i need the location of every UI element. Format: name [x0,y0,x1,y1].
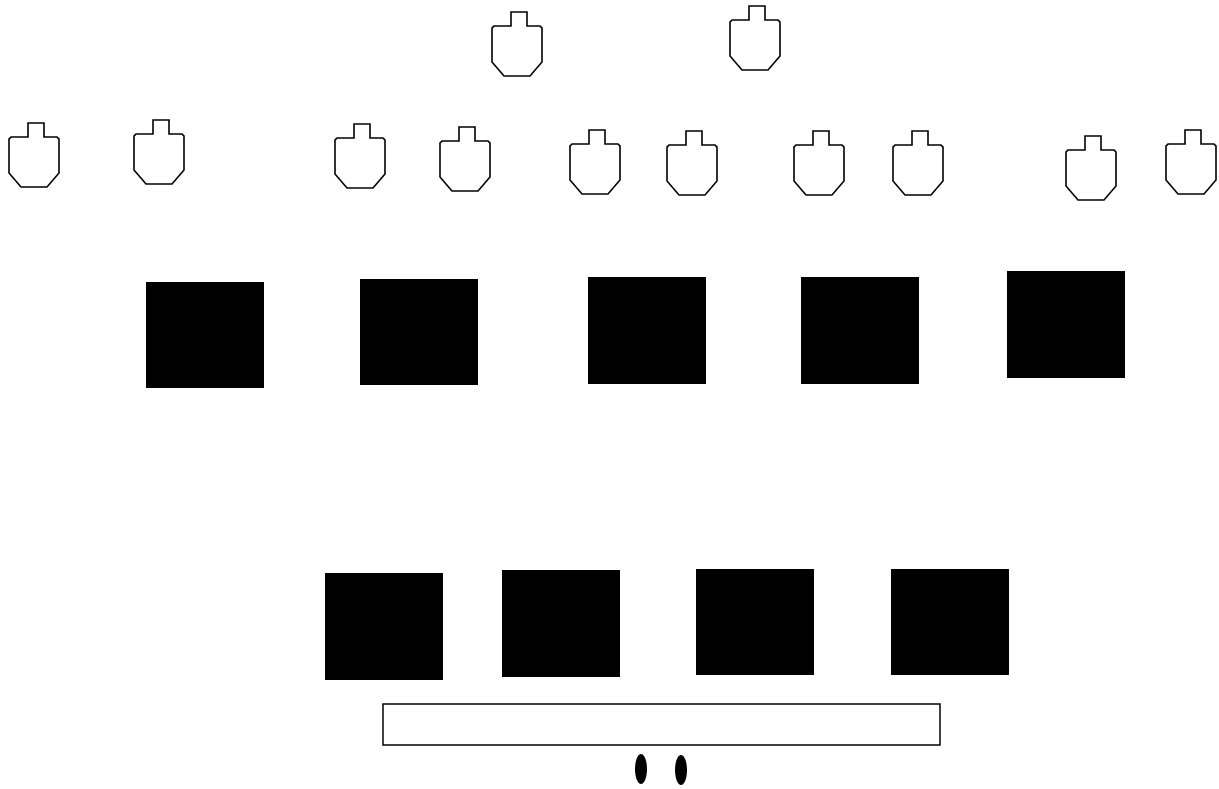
player-footprints [635,754,687,785]
target-2-icon[interactable] [729,5,781,71]
target-11-icon[interactable] [1065,135,1117,201]
footprint-left-icon [635,754,647,784]
block-8 [696,569,814,675]
target-9-icon[interactable] [793,130,845,196]
block-6 [325,573,443,680]
block-4 [801,277,919,384]
target-3-icon[interactable] [8,122,60,188]
blocks-group [146,271,1125,680]
target-6-icon[interactable] [439,126,491,192]
targets-group [8,5,1217,201]
target-7-icon[interactable] [569,129,621,195]
block-1 [146,282,264,388]
paddle-bar[interactable] [382,703,941,746]
target-8-icon[interactable] [666,130,718,196]
block-9 [891,569,1009,675]
footprint-right-icon [675,755,687,785]
target-1-icon[interactable] [491,11,543,77]
block-3 [588,277,706,384]
block-2 [360,279,478,385]
target-12-icon[interactable] [1165,129,1217,195]
target-5-icon[interactable] [334,123,386,189]
block-5 [1007,271,1125,378]
target-10-icon[interactable] [892,130,944,196]
target-4-icon[interactable] [133,119,185,185]
block-7 [502,570,620,677]
